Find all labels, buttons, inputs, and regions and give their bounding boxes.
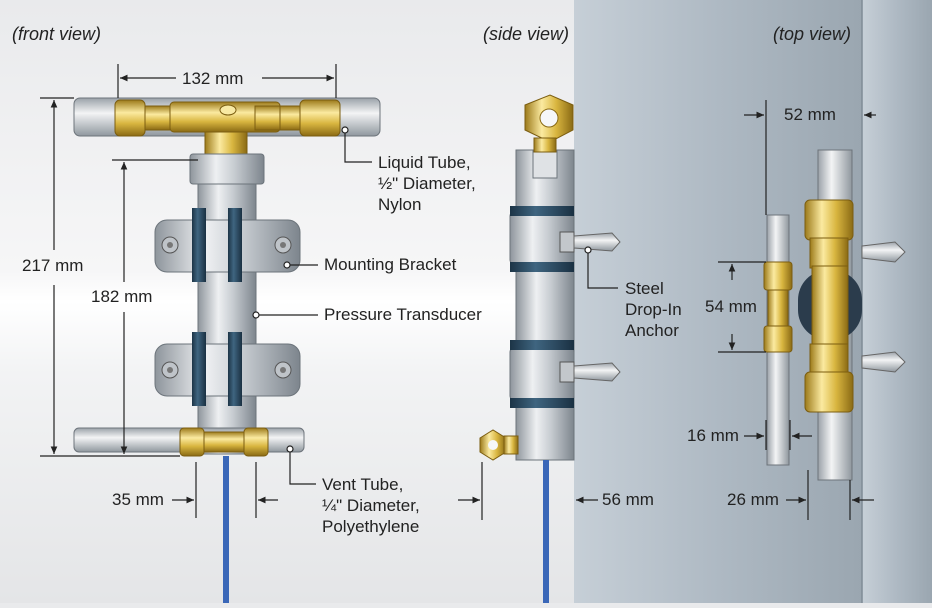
side-vent-fitting <box>479 429 519 461</box>
dimension-lines <box>40 64 876 520</box>
view-title-top: (top view) <box>773 24 852 44</box>
callout-mounting-bracket: Mounting Bracket <box>324 255 457 274</box>
front-view-assembly <box>73 97 381 603</box>
side-transducer-body <box>515 149 575 461</box>
callout-vent-tube: Vent Tube, ¼" Diameter, Polyethylene <box>322 475 420 536</box>
callout-pressure-transducer: Pressure Transducer <box>324 305 482 324</box>
dim-front-width: 132 mm <box>182 69 244 88</box>
dim-top-small-2: 26 mm <box>727 490 779 509</box>
side-brass-fitting <box>524 94 574 153</box>
side-view-assembly <box>479 94 621 603</box>
brass-tee-fitting <box>114 99 341 155</box>
wall-top-view <box>862 0 932 603</box>
view-title-side: (side view) <box>483 24 570 44</box>
callout-liquid-tube: Liquid Tube, ½" Diameter, Nylon <box>378 153 476 214</box>
mounting-bracket-upper <box>154 208 301 282</box>
dim-top-small-1: 16 mm <box>687 426 739 445</box>
dim-front-total-height: 217 mm <box>22 256 84 275</box>
view-title-front: (front view) <box>12 24 102 44</box>
dim-front-body-height: 182 mm <box>91 287 153 306</box>
anchor-upper <box>559 231 621 253</box>
top-view-assembly <box>763 149 906 481</box>
dim-top-width: 52 mm <box>784 105 836 124</box>
callout-leaders <box>252 126 618 485</box>
anchor-lower <box>559 361 621 383</box>
callout-anchor: Steel Drop-In Anchor <box>625 279 682 340</box>
dim-top-spacing: 54 mm <box>705 297 757 316</box>
pressure-transducer-body <box>197 153 257 455</box>
dim-front-bottom-gap: 35 mm <box>112 490 164 509</box>
dim-side-offset: 56 mm <box>602 490 654 509</box>
cable <box>223 456 229 603</box>
mounting-bracket-lower <box>154 332 301 406</box>
